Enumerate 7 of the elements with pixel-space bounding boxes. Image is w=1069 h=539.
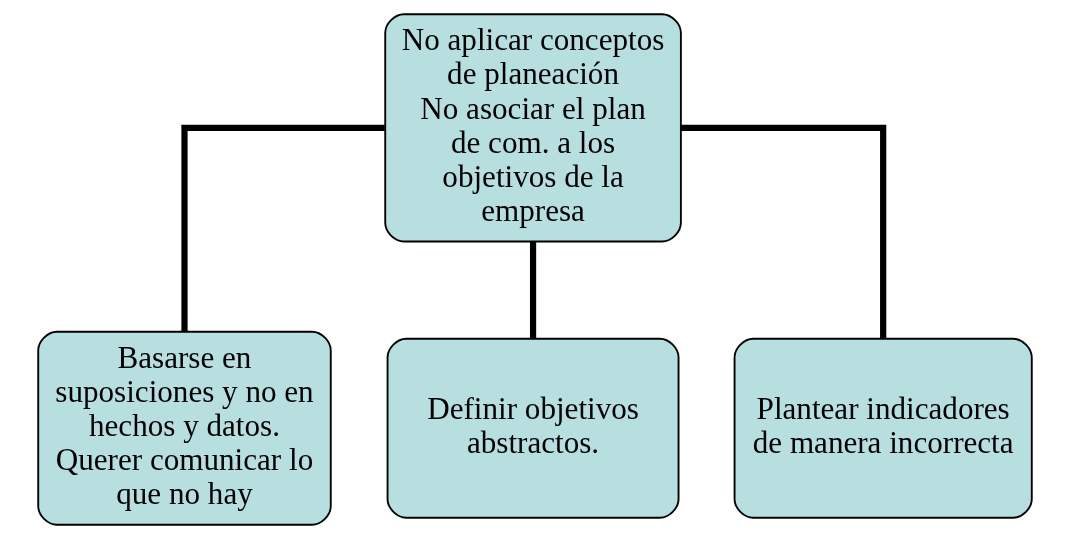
node-box: Definir objetivos abstractos.: [386, 337, 679, 519]
node-box: Basarse en suposiciones y no en hechos y datos. Querer comunicar lo que no hay: [36, 330, 332, 526]
connector: [180, 124, 385, 332]
node-box: Plantear indicadores de manera incorrecta: [733, 337, 1033, 519]
connector: [529, 241, 536, 339]
node-box: No aplicar conceptos de planeación No asociar el plan de com. a los objetivos de la empresa: [383, 13, 682, 243]
connector: [680, 124, 886, 339]
